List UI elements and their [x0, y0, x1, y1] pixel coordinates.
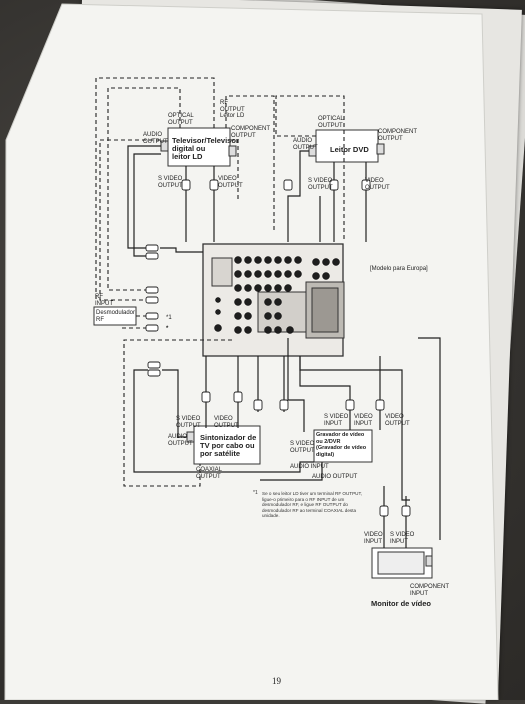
- rec-audio-out-label: AUDIO OUTPUT: [312, 474, 358, 480]
- satellite-label: Sintonizador de TV por cabo ou por satél…: [200, 433, 257, 458]
- model-europe-label: [Modelo para Europa]: [370, 266, 428, 272]
- monitor-label: Monitor de vídeo: [371, 599, 431, 608]
- tv-component-label: COMPONENT OUTPUT: [231, 126, 270, 139]
- tv-video-label: VIDEO OUTPUT: [218, 176, 243, 189]
- rec-video-in-label: VIDEO INPUT: [354, 414, 373, 427]
- tv-ld-device: [167, 127, 231, 167]
- tv-optical-label: OPTICAL OUTPUT: [168, 113, 194, 126]
- recorder-label: Gravador de vídeo ou 2/DVR (Gravador de …: [316, 432, 367, 458]
- tv-audio-label: AUDIO OUTPUT: [143, 132, 168, 145]
- dvd-svideo-label: S VIDEO OUTPUT: [308, 178, 333, 191]
- mon-svideo-in-label: S VIDEO INPUT: [390, 532, 415, 545]
- dvd-label: Leitor DVD: [330, 145, 369, 154]
- sat-coaxial-label: COAXIAL OUTPUT: [196, 467, 223, 480]
- star-one-label: *1: [166, 315, 172, 321]
- dvd-video-label: VIDEO OUTPUT: [365, 178, 390, 191]
- footnote: *1 Se o seu leitor LD tiver um terminal …: [253, 490, 372, 519]
- dvd-optical-label: OPTICAL OUTPUT: [318, 116, 344, 129]
- satellite-device: [193, 425, 261, 465]
- footnote-text: Se o seu leitor LD tiver um terminal RF …: [262, 491, 363, 519]
- sat-svideo-label: S VIDEO OUTPUT: [176, 416, 201, 429]
- tv-rf-output-label: RF OUTPUT Leitor LD: [220, 100, 245, 119]
- mon-component-in-label: COMPONENT INPUT: [410, 584, 449, 597]
- rec-svideo-in-label: S VIDEO INPUT: [324, 414, 349, 427]
- recorder-device: [313, 429, 373, 463]
- rf-input-label: RF INPUT: [95, 294, 113, 307]
- tv-svideo-label: S VIDEO OUTPUT: [158, 176, 183, 189]
- dvd-component-label: COMPONENT OUTPUT: [378, 129, 417, 142]
- rec-video-out-label: VIDEO OUTPUT: [385, 414, 410, 427]
- rec-audio-in-label: AUDIO INPUT: [290, 464, 329, 470]
- mon-video-in-label: VIDEO INPUT: [364, 532, 383, 545]
- sat-audio-label: AUDIO OUTPUT: [168, 434, 193, 447]
- sat-video-label: VIDEO OUTPUT: [214, 416, 239, 429]
- dvd-audio-label: AUDIO OUTPUT: [293, 138, 318, 151]
- page-number: 19: [272, 676, 281, 686]
- demodulator-label: Desmodulador RF: [96, 310, 136, 323]
- rec-svideo-out-label: S VIDEO OUTPUT: [290, 441, 315, 454]
- footnote-marker: *1: [253, 490, 258, 496]
- tv-ld-label: Televisor/Televisor digital ou leitor LD: [172, 136, 239, 161]
- star-mark-label: *: [166, 326, 169, 332]
